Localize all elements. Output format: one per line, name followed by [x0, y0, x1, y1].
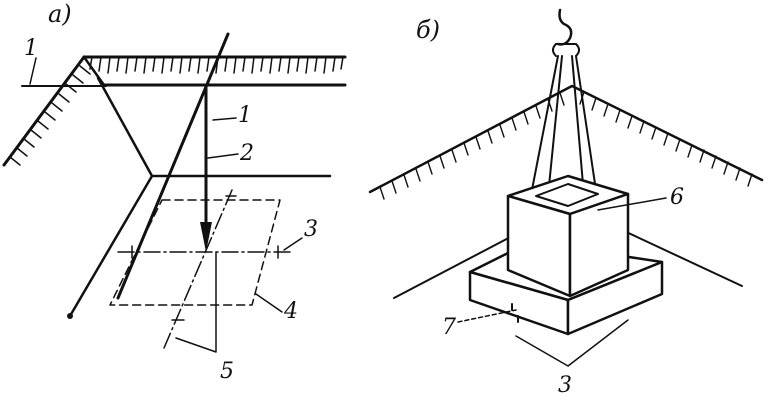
mark-7 [511, 303, 519, 323]
leader-1-left [29, 57, 37, 85]
callout-3-b: 3 [558, 373, 572, 398]
plumb-arrow-head [200, 222, 212, 252]
center-axis-diagonal [163, 189, 233, 349]
leader-3-b [515, 319, 629, 367]
column-socket [535, 183, 599, 207]
panel-a-label: а) [48, 0, 72, 28]
callout-2: 2 [239, 141, 254, 166]
callout-1-left: 1 [24, 36, 38, 61]
leader-4 [255, 293, 283, 313]
callout-4: 4 [283, 299, 298, 324]
panel-b-label: б) [416, 16, 440, 44]
leader-6 [597, 197, 667, 211]
callout-3-a: 3 [304, 217, 318, 242]
panel-b: б) [368, 8, 764, 398]
pit-edges [67, 76, 332, 319]
callout-6: 6 [670, 185, 684, 210]
ground-surface-top [82, 55, 347, 87]
pit-slope-left [2, 55, 106, 167]
axis-marks [131, 245, 279, 259]
pit-slopes-b [368, 84, 764, 299]
leader-3-a [283, 237, 303, 251]
slings [529, 55, 599, 205]
leader-1-right [212, 117, 237, 121]
callout-7: 7 [442, 315, 456, 340]
panel-a: а) 1 1 2 [2, 0, 347, 384]
callout-5: 5 [220, 359, 234, 384]
crane-hook [552, 8, 580, 57]
leader-2 [207, 153, 239, 159]
leader-7 [457, 309, 517, 323]
column-block [506, 174, 630, 298]
leader-5 [175, 251, 217, 353]
callout-1-right: 1 [238, 103, 252, 128]
axis-bold-diagonal [116, 32, 230, 300]
plumb-line [200, 86, 212, 252]
pit-edge-end-dot [67, 313, 73, 319]
foundation-outline [109, 199, 281, 306]
